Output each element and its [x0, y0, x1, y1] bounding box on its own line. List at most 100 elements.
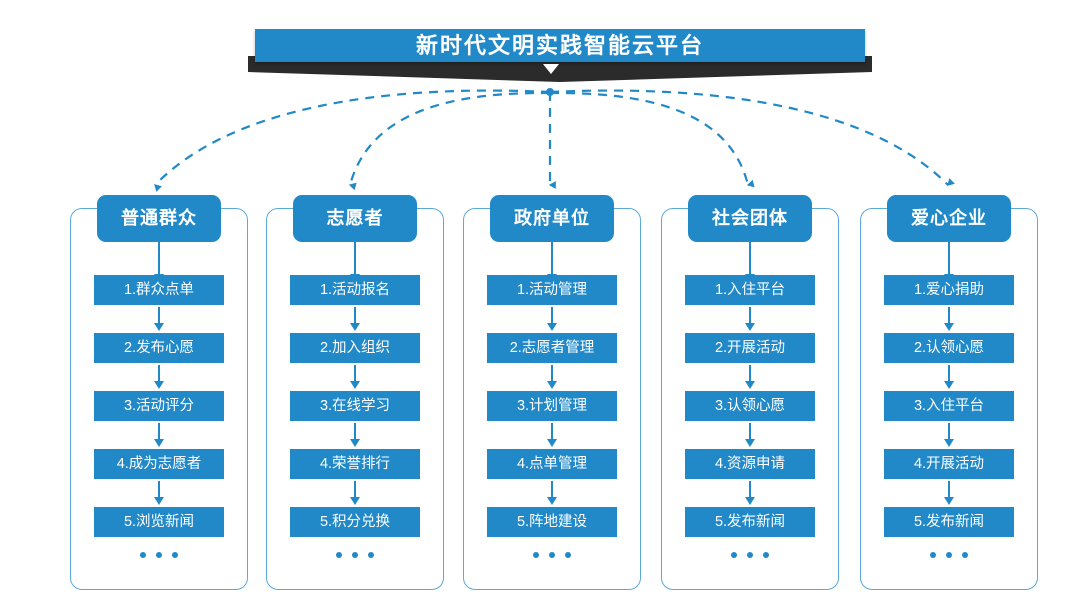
column-3-item-3-label: 3.计划管理	[516, 398, 588, 414]
column-1-body: 1.群众点单 2.发布心愿 3.活动评分 4.成为志愿者 5.浏览新闻	[70, 208, 248, 590]
arrow-down-icon	[745, 242, 755, 282]
column-5-item-2[interactable]: 2.认领心愿	[884, 333, 1014, 363]
arrow-down-icon	[154, 307, 164, 331]
column-3-item-4-label: 4.点单管理	[516, 456, 588, 472]
dot-icon	[962, 552, 968, 558]
arrow-down-icon	[350, 307, 360, 331]
column-5: 爱心企业 1.爱心捐助 2.认领心愿 3.入住平台 4.开展活动	[860, 195, 1038, 590]
column-1-item-4[interactable]: 4.成为志愿者	[94, 449, 224, 479]
column-3-header-label: 政府单位	[514, 208, 590, 228]
column-4-item-5[interactable]: 5.发布新闻	[685, 507, 815, 537]
arrow-down-icon	[350, 242, 360, 282]
dot-icon	[565, 552, 571, 558]
dot-icon	[747, 552, 753, 558]
column-4-header[interactable]: 社会团体	[688, 195, 812, 242]
column-5-item-5[interactable]: 5.发布新闻	[884, 507, 1014, 537]
connector-to-column-1	[154, 89, 551, 192]
column-5-header-label: 爱心企业	[911, 208, 987, 228]
column-4-ellipsis	[731, 552, 769, 558]
arrow-down-icon	[944, 242, 954, 282]
column-2-item-4[interactable]: 4.荣誉排行	[290, 449, 420, 479]
column-4-item-4[interactable]: 4.资源申请	[685, 449, 815, 479]
column-3-item-2-label: 2.志愿者管理	[509, 340, 595, 356]
column-2: 志愿者 1.活动报名 2.加入组织 3.在线学习 4.荣誉排行	[266, 195, 444, 590]
column-5-body: 1.爱心捐助 2.认领心愿 3.入住平台 4.开展活动 5.发布新闻	[860, 208, 1038, 590]
arrow-down-icon	[350, 423, 360, 447]
column-3-item-1-label: 1.活动管理	[516, 282, 588, 298]
column-4-item-3[interactable]: 3.认领心愿	[685, 391, 815, 421]
column-3-item-5[interactable]: 5.阵地建设	[487, 507, 617, 537]
column-4-item-3-label: 3.认领心愿	[714, 398, 786, 414]
column-2-item-1-label: 1.活动报名	[319, 282, 391, 298]
column-4-item-2-label: 2.开展活动	[714, 340, 786, 356]
arrow-down-icon	[944, 307, 954, 331]
column-5-item-3-label: 3.入住平台	[913, 398, 985, 414]
arrow-down-icon	[547, 423, 557, 447]
column-2-item-2-label: 2.加入组织	[319, 340, 391, 356]
dot-icon	[140, 552, 146, 558]
column-2-item-2[interactable]: 2.加入组织	[290, 333, 420, 363]
dot-icon	[946, 552, 952, 558]
column-3-item-3[interactable]: 3.计划管理	[487, 391, 617, 421]
column-5-item-2-label: 2.认领心愿	[913, 340, 985, 356]
hub-connectors	[154, 88, 955, 192]
column-1-item-5[interactable]: 5.浏览新闻	[94, 507, 224, 537]
dot-icon	[172, 552, 178, 558]
column-1: 普通群众 1.群众点单 2.发布心愿 3.活动评分 4.成为志愿者	[70, 195, 248, 590]
column-2-item-4-label: 4.荣誉排行	[319, 456, 391, 472]
arrow-down-icon	[154, 423, 164, 447]
arrow-down-icon	[944, 365, 954, 389]
arrow-down-icon	[745, 365, 755, 389]
dot-icon	[336, 552, 342, 558]
column-2-item-3[interactable]: 3.在线学习	[290, 391, 420, 421]
column-4-item-5-label: 5.发布新闻	[714, 514, 786, 530]
column-4-body: 1.入住平台 2.开展活动 3.认领心愿 4.资源申请 5.发布新闻	[661, 208, 839, 590]
column-3-body: 1.活动管理 2.志愿者管理 3.计划管理 4.点单管理 5.阵地建设	[463, 208, 641, 590]
arrow-down-icon	[154, 481, 164, 505]
column-5-item-4-label: 4.开展活动	[913, 456, 985, 472]
column-4-item-2[interactable]: 2.开展活动	[685, 333, 815, 363]
column-2-header[interactable]: 志愿者	[293, 195, 417, 242]
arrow-down-icon	[745, 481, 755, 505]
connector-to-column-5	[549, 89, 955, 186]
arrow-down-icon	[154, 365, 164, 389]
column-5-item-5-label: 5.发布新闻	[913, 514, 985, 530]
column-4: 社会团体 1.入住平台 2.开展活动 3.认领心愿 4.资源申请	[661, 195, 839, 590]
column-1-header[interactable]: 普通群众	[97, 195, 221, 242]
column-5-item-3[interactable]: 3.入住平台	[884, 391, 1014, 421]
arrow-down-icon	[350, 481, 360, 505]
column-5-item-1-label: 1.爱心捐助	[913, 282, 985, 298]
column-2-item-5[interactable]: 5.积分兑换	[290, 507, 420, 537]
dot-icon	[549, 552, 555, 558]
column-5-header[interactable]: 爱心企业	[887, 195, 1011, 242]
connector-to-column-2	[348, 91, 551, 191]
column-3-item-5-label: 5.阵地建设	[516, 514, 588, 530]
column-3-item-2[interactable]: 2.志愿者管理	[487, 333, 617, 363]
column-3-item-4[interactable]: 4.点单管理	[487, 449, 617, 479]
column-5-ellipsis	[930, 552, 968, 558]
banner-bar: 新时代文明实践智能云平台	[255, 29, 865, 62]
column-1-item-4-label: 4.成为志愿者	[116, 456, 202, 472]
dot-icon	[368, 552, 374, 558]
page-title: 新时代文明实践智能云平台	[415, 33, 704, 58]
column-5-item-4[interactable]: 4.开展活动	[884, 449, 1014, 479]
column-1-item-3-label: 3.活动评分	[123, 398, 195, 414]
title-banner: 新时代文明实践智能云平台	[0, 0, 1080, 95]
column-3-header[interactable]: 政府单位	[490, 195, 614, 242]
dot-icon	[930, 552, 936, 558]
column-2-ellipsis	[336, 552, 374, 558]
column-1-item-2[interactable]: 2.发布心愿	[94, 333, 224, 363]
column-2-header-label: 志愿者	[326, 208, 384, 228]
column-1-item-3[interactable]: 3.活动评分	[94, 391, 224, 421]
column-1-item-1-label: 1.群众点单	[123, 282, 195, 298]
dot-icon	[731, 552, 737, 558]
arrow-down-icon	[547, 242, 557, 282]
column-4-item-1-label: 1.入住平台	[714, 282, 786, 298]
dot-icon	[156, 552, 162, 558]
arrow-down-icon	[944, 423, 954, 447]
arrow-down-icon	[547, 481, 557, 505]
column-1-item-2-label: 2.发布心愿	[123, 340, 195, 356]
column-1-ellipsis	[140, 552, 178, 558]
